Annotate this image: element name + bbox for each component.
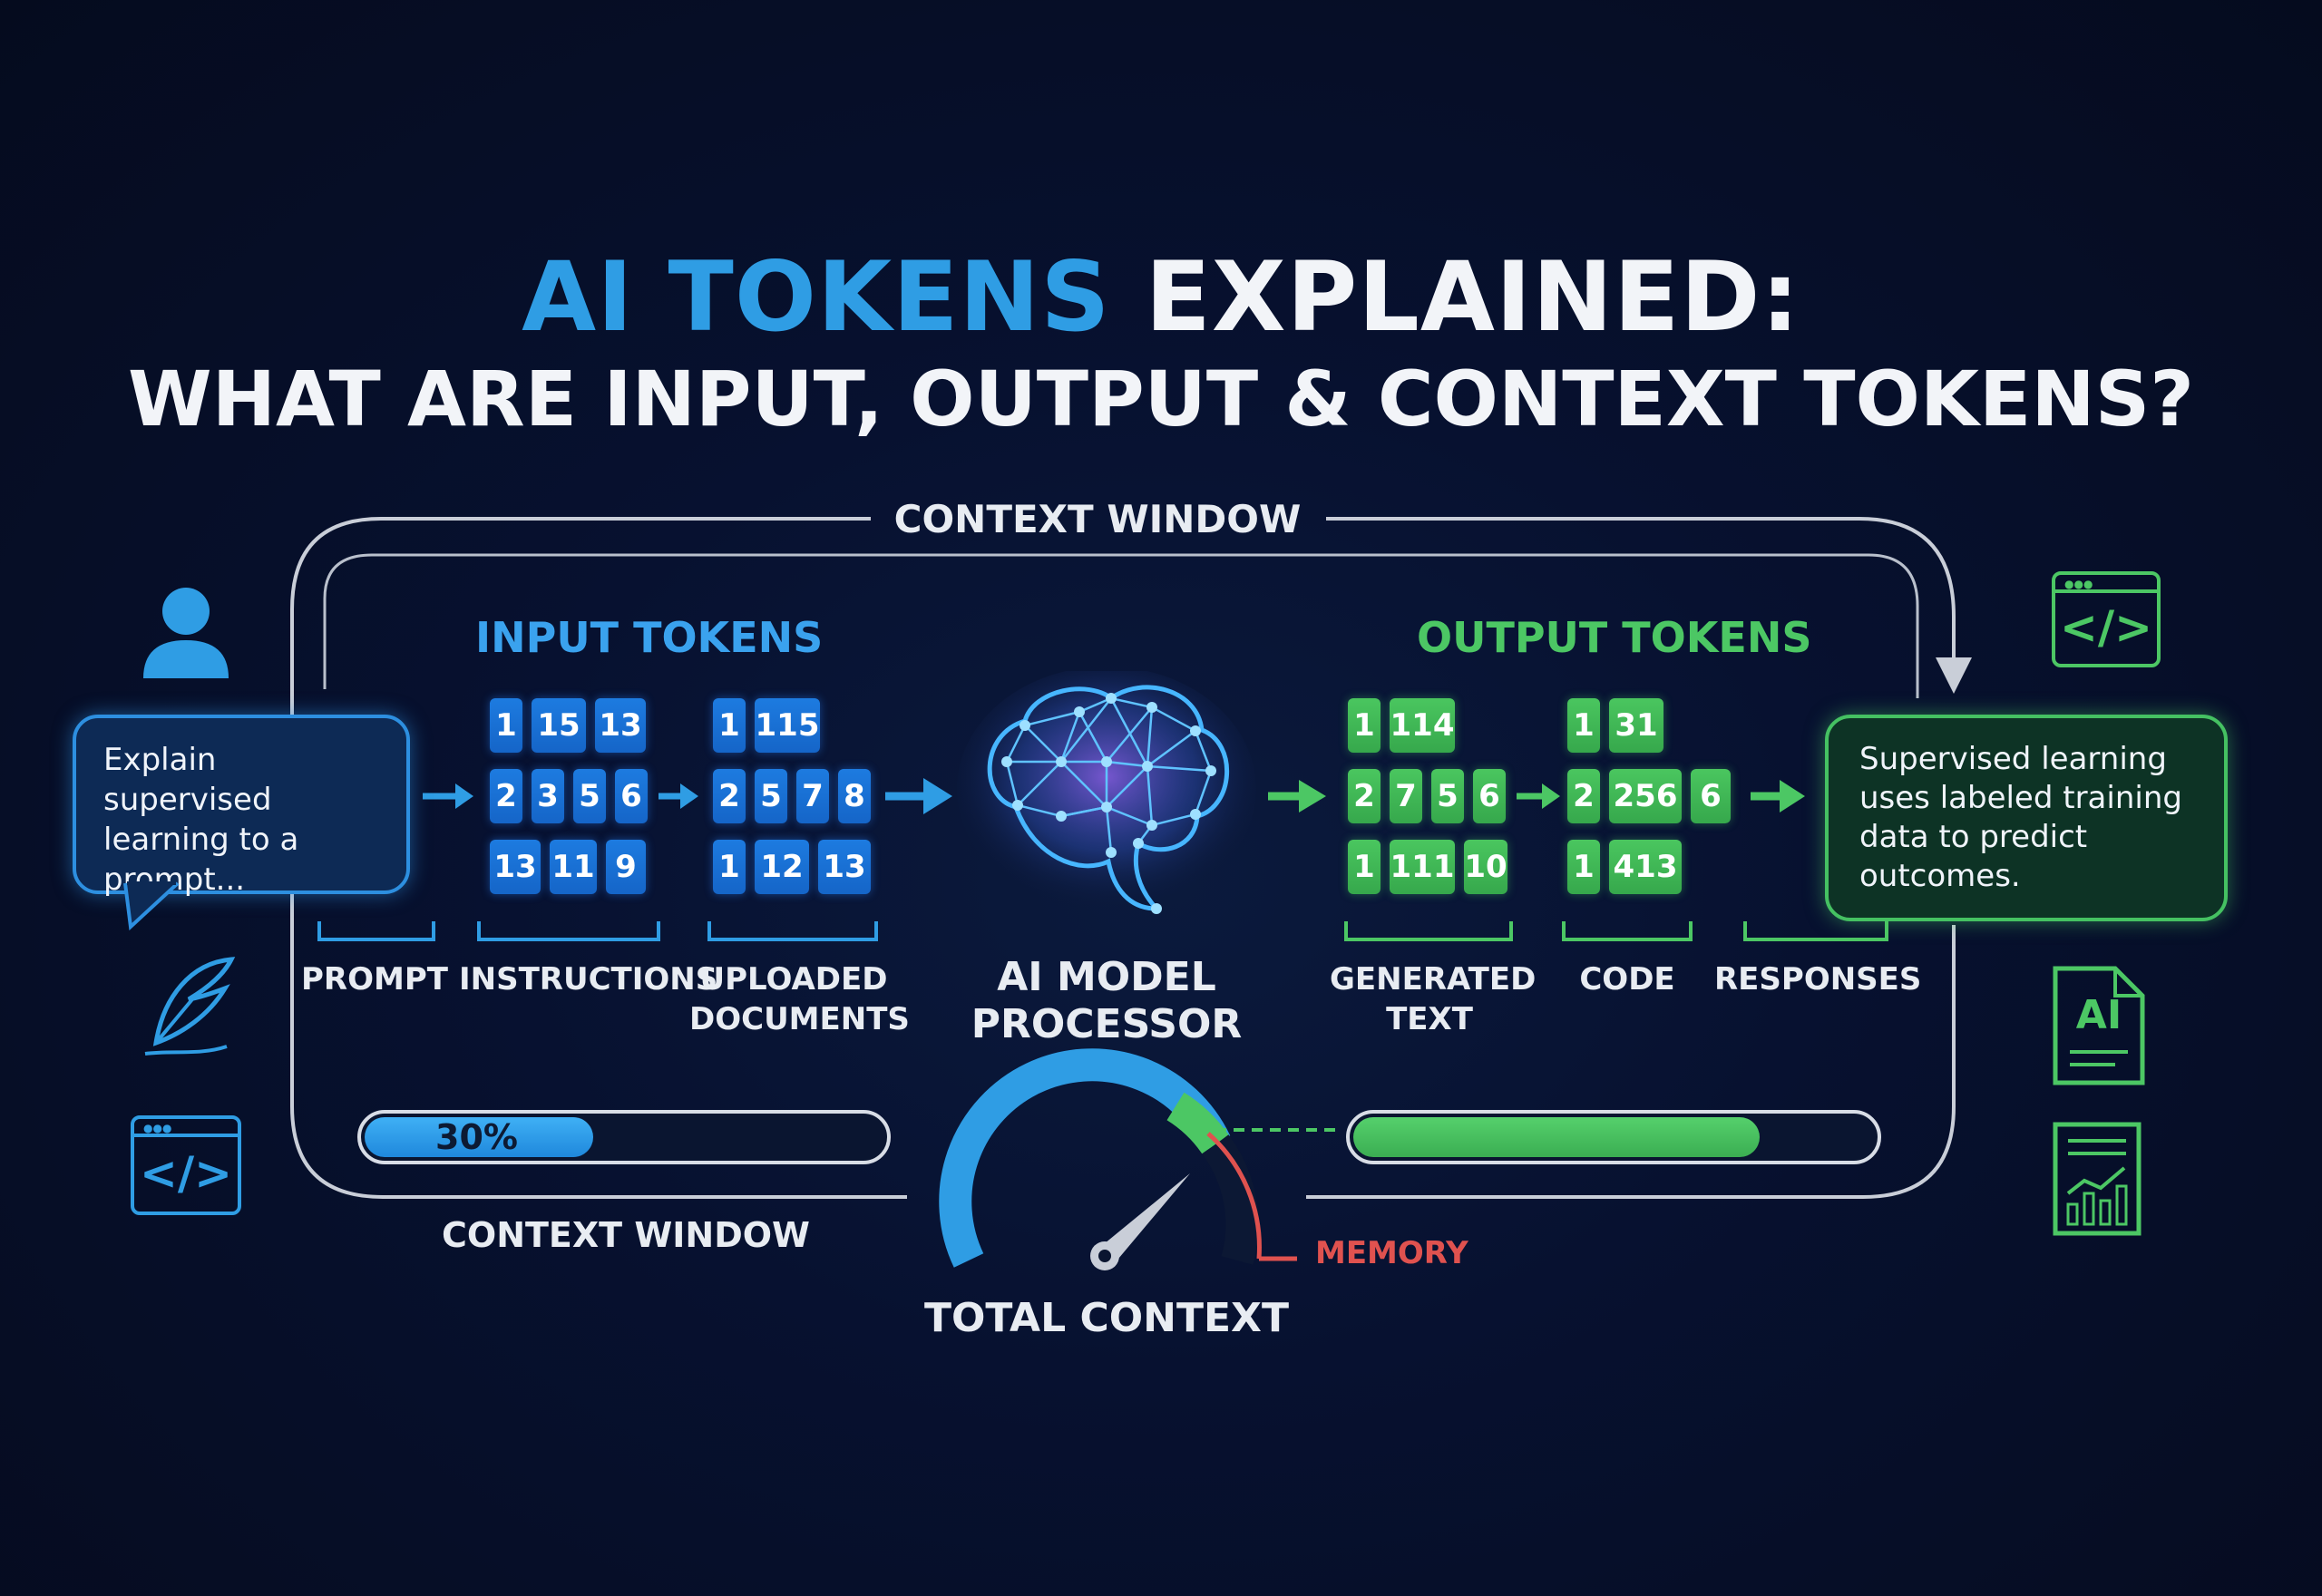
token: 5	[1431, 769, 1464, 823]
group-label-responses: RESPONSES	[1714, 961, 1922, 998]
group-label-code: CODE	[1579, 961, 1675, 998]
token: 6	[1691, 769, 1731, 823]
user-icon	[143, 588, 229, 678]
token: 13	[490, 840, 541, 894]
token: 2	[713, 769, 746, 823]
token: 1	[713, 698, 746, 753]
code-window-icon: ●●● </>	[131, 1115, 241, 1215]
page-subtitle: WHAT ARE INPUT, OUTPUT & CONTEXT TOKENS?	[128, 355, 2194, 443]
prompt-text: Explain supervised learning to a prompt.…	[103, 742, 299, 898]
ai-document-badge: AI	[2075, 992, 2122, 1038]
token: 3	[532, 769, 564, 823]
token: 6	[615, 769, 648, 823]
token: 13	[595, 698, 646, 753]
token: 1	[1348, 698, 1381, 753]
context-window-percent: 30%	[435, 1117, 518, 1157]
token: 114	[1390, 698, 1455, 753]
token: 5	[755, 769, 787, 823]
quill-icon	[144, 957, 236, 1056]
token: 12	[755, 840, 809, 894]
context-window-bottom-label: CONTEXT WINDOW	[442, 1215, 810, 1255]
token: 11	[550, 840, 597, 894]
context-window-progress-bar: 30%	[357, 1110, 891, 1164]
analytics-report-icon	[2053, 1122, 2142, 1236]
token: 8	[838, 769, 871, 823]
brain-network-icon	[957, 671, 1256, 914]
total-context-label: TOTAL CONTEXT	[924, 1295, 1289, 1341]
group-label-instructions: INSTRUCTIONS	[459, 961, 718, 998]
group-label-prompt: PROMPT	[301, 961, 448, 998]
title-rest: EXPLAINED:	[1110, 241, 1800, 353]
token: 1	[1567, 698, 1600, 753]
group-label-uploaded-documents: UPLOADED DOCUMENTS	[689, 961, 910, 1037]
prompt-bubble-tail	[123, 881, 180, 931]
context-window-progress-fill	[365, 1117, 593, 1157]
token: 2	[1567, 769, 1600, 823]
token: 2	[490, 769, 522, 823]
token: 1	[1348, 840, 1381, 894]
context-window-top-label: CONTEXT WINDOW	[893, 497, 1302, 541]
output-tokens-header: OUTPUT TOKENS	[1417, 613, 1812, 662]
processor-label: AI MODEL PROCESSOR	[971, 954, 1243, 1047]
token: 2	[1348, 769, 1381, 823]
input-tokens-header: INPUT TOKENS	[475, 613, 824, 662]
code-window-icon: ●●● </>	[2052, 571, 2161, 667]
token: 111	[1390, 840, 1455, 894]
token: 15	[532, 698, 586, 753]
token: 9	[606, 840, 646, 894]
token: 13	[818, 840, 871, 894]
token: 256	[1609, 769, 1682, 823]
memory-label: MEMORY	[1315, 1235, 1468, 1271]
token: 413	[1609, 840, 1682, 894]
page-title: AI TOKENS EXPLAINED:	[0, 243, 2322, 352]
token: 1	[490, 698, 522, 753]
token: 7	[796, 769, 829, 823]
token: 7	[1390, 769, 1422, 823]
group-label-generated-text: GENERATED TEXT	[1330, 961, 1537, 1037]
total-context-gauge	[939, 1048, 1339, 1270]
prompt-bubble: Explain supervised learning to a prompt.…	[73, 715, 410, 898]
token: 115	[755, 698, 820, 753]
title-highlight: AI TOKENS	[522, 241, 1111, 353]
token: 10	[1464, 840, 1507, 894]
token: 1	[1567, 840, 1600, 894]
output-tokens-progress-fill	[1353, 1117, 1760, 1157]
token: 31	[1609, 698, 1663, 753]
response-text: Supervised learning uses labeled trainin…	[1859, 741, 2182, 894]
response-bubble: Supervised learning uses labeled trainin…	[1825, 715, 2228, 921]
token: 1	[713, 840, 746, 894]
token: 5	[573, 769, 606, 823]
output-tokens-progress-bar	[1346, 1110, 1881, 1164]
token: 6	[1473, 769, 1506, 823]
ai-document-icon	[2053, 966, 2145, 1085]
